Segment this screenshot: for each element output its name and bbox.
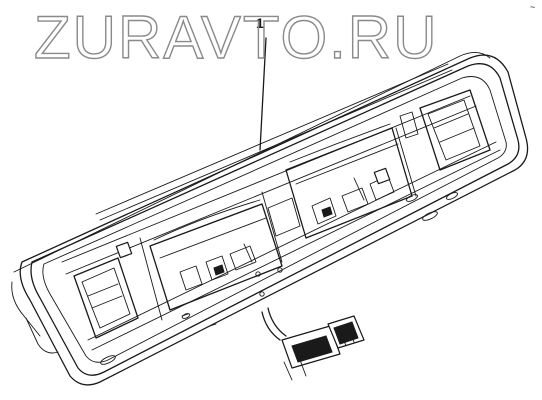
left-button-socket [73, 257, 139, 339]
wire-harness [261, 307, 287, 341]
left-lamp-cavity [115, 199, 283, 311]
callout-leader [259, 37, 267, 151]
right-button-socket [399, 89, 491, 171]
watermark-text: ZURAVTO.RU [34, 4, 438, 71]
housing [11, 52, 529, 386]
mounting-slots [100, 192, 458, 365]
inner-frame [61, 95, 501, 351]
electrical-connector [281, 315, 365, 381]
center-divider [181, 197, 301, 327]
corner-mark: ~ [530, 2, 535, 12]
callout-number: 1 [256, 15, 264, 31]
right-lamp-cavity [285, 123, 413, 239]
